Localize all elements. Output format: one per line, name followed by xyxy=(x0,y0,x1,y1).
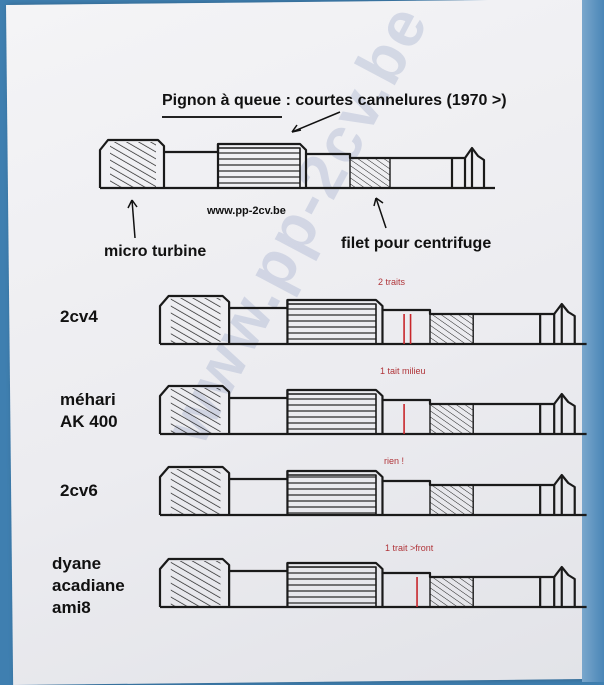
shaft-outline-ref xyxy=(98,138,486,188)
variant-name-3: dyane acadiane ami8 xyxy=(52,554,125,617)
centrifuge-thread-ref xyxy=(349,157,391,189)
centrifuge-thread-3 xyxy=(429,576,474,608)
variant-name-1: méhari AK 400 xyxy=(60,390,118,431)
shaft-outline-3 xyxy=(158,557,576,607)
variant-note-0: 2 traits xyxy=(378,277,406,287)
micro-turbine-hatch-3 xyxy=(170,561,221,607)
centrifuge-thread-1 xyxy=(429,403,474,435)
title-underline xyxy=(162,116,282,118)
micro-turbine-hatch-2 xyxy=(170,469,221,515)
centrifuge-thread-0 xyxy=(429,313,474,345)
shaft-outline-0 xyxy=(158,294,576,344)
diagram-title: Pignon à queue : courtes cannelures (197… xyxy=(162,92,507,109)
shaft-outline-1 xyxy=(158,384,576,434)
variant-name-2: 2cv6 xyxy=(60,481,98,500)
variant-note-3: 1 trait >front xyxy=(385,543,434,553)
spline-block-1 xyxy=(286,393,377,435)
label-filet-centrifuge: filet pour centrifuge xyxy=(341,235,492,252)
arrow-micro-turbine xyxy=(127,199,138,239)
spline-block-2 xyxy=(286,474,377,516)
micro-turbine-hatch-1 xyxy=(170,388,221,434)
spline-block-0 xyxy=(286,303,377,345)
spline-block-ref xyxy=(217,147,301,189)
background-edge xyxy=(582,0,604,682)
centrifuge-thread-2 xyxy=(429,484,474,516)
micro-turbine-hatch-ref xyxy=(110,142,156,188)
arrow-title xyxy=(291,111,341,133)
micro-turbine-hatch-0 xyxy=(170,298,221,344)
spline-block-3 xyxy=(286,566,377,608)
arrow-filet xyxy=(373,197,387,229)
variant-note-1: 1 tait milieu xyxy=(380,366,426,376)
label-micro-turbine: micro turbine xyxy=(104,243,207,260)
variant-note-2: rien ! xyxy=(384,456,405,466)
website-url: www.pp-2cv.be xyxy=(207,205,286,217)
variant-name-0: 2cv4 xyxy=(60,307,98,326)
shaft-outline-2 xyxy=(158,465,576,515)
